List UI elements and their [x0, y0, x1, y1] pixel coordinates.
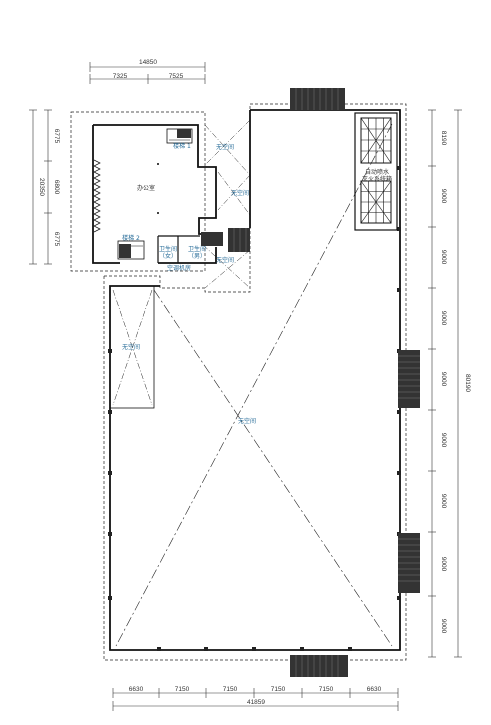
void-left [109, 285, 155, 409]
bottom-sub-dimension-6: 6630 [367, 686, 382, 693]
wc-male-sub-label: （男） [188, 253, 206, 260]
right-sub-dimension-2: 9000 [440, 189, 447, 204]
void-label-4: 无空间 [122, 343, 140, 351]
restroom-partitions [157, 235, 200, 263]
sprinkler-label-2: 灭火系统箱 [362, 175, 392, 183]
stair-treads [233, 88, 420, 677]
ac-room-label: 空调机房 [167, 264, 191, 272]
top-total-dimension: 14850 [139, 59, 157, 66]
bottom-sub-dimension-3: 7150 [223, 686, 238, 693]
void-diagonals-upper [202, 119, 251, 289]
right-sub-dimension-4: 9000 [440, 311, 447, 326]
wc-female-label: 卫生间 [159, 245, 177, 253]
top-sub-dimension-1: 7325 [113, 73, 128, 80]
top-dimension [89, 62, 206, 84]
structure-columns [108, 166, 401, 651]
right-sub-dimension-1: 8190 [440, 131, 447, 146]
left-sub-dimension-2: 6800 [53, 180, 60, 195]
bottom-sub-dimension-5: 7150 [319, 686, 334, 693]
bottom-sub-dimension-2: 7150 [175, 686, 190, 693]
right-sub-dimension-6: 9000 [440, 433, 447, 448]
office-label: 办公室 [137, 184, 155, 192]
right-sub-dimension-5: 9000 [440, 372, 447, 387]
stair-2-label: 楼梯 2 [122, 234, 140, 242]
stair-1-label: 楼梯 1 [173, 142, 191, 150]
right-total-dimension: 80190 [464, 374, 471, 392]
left-sub-dimension-3: 6775 [53, 232, 60, 247]
void-label-2: 无空间 [231, 189, 249, 197]
bottom-sub-dimension-4: 7150 [271, 686, 286, 693]
right-sub-dimension-3: 9000 [440, 250, 447, 265]
external-stairs [201, 88, 420, 677]
right-sub-dimension-7: 9000 [440, 494, 447, 509]
bottom-dimension [112, 688, 399, 711]
top-sub-dimension-2: 7525 [169, 73, 184, 80]
office-columns [157, 163, 159, 214]
right-dimension [428, 109, 462, 658]
stair-1 [166, 128, 193, 144]
office-block-walls [92, 124, 217, 264]
bottom-total-dimension: 41859 [247, 699, 265, 706]
bottom-sub-dimension-1: 6630 [129, 686, 144, 693]
void-diagonals-main [115, 123, 393, 647]
right-sub-dimension-9: 9000 [440, 619, 447, 634]
sprinkler-tank-grid [360, 117, 392, 224]
right-sub-dimension-8: 9000 [440, 557, 447, 572]
sprinkler-label-1: 自动喷水 [365, 168, 389, 176]
left-sub-dimension-1: 6775 [53, 129, 60, 144]
left-dimension [29, 109, 52, 265]
void-label-1: 无空间 [216, 143, 234, 151]
void-label-3: 无空间 [216, 256, 234, 264]
window-sawtooth [93, 159, 101, 233]
void-label-5: 无空间 [238, 417, 256, 425]
wc-male-label: 卫生间 [188, 245, 206, 253]
left-total-dimension: 20350 [38, 178, 45, 196]
wc-female-sub-label: （女） [159, 252, 177, 260]
stair-2 [117, 240, 145, 260]
